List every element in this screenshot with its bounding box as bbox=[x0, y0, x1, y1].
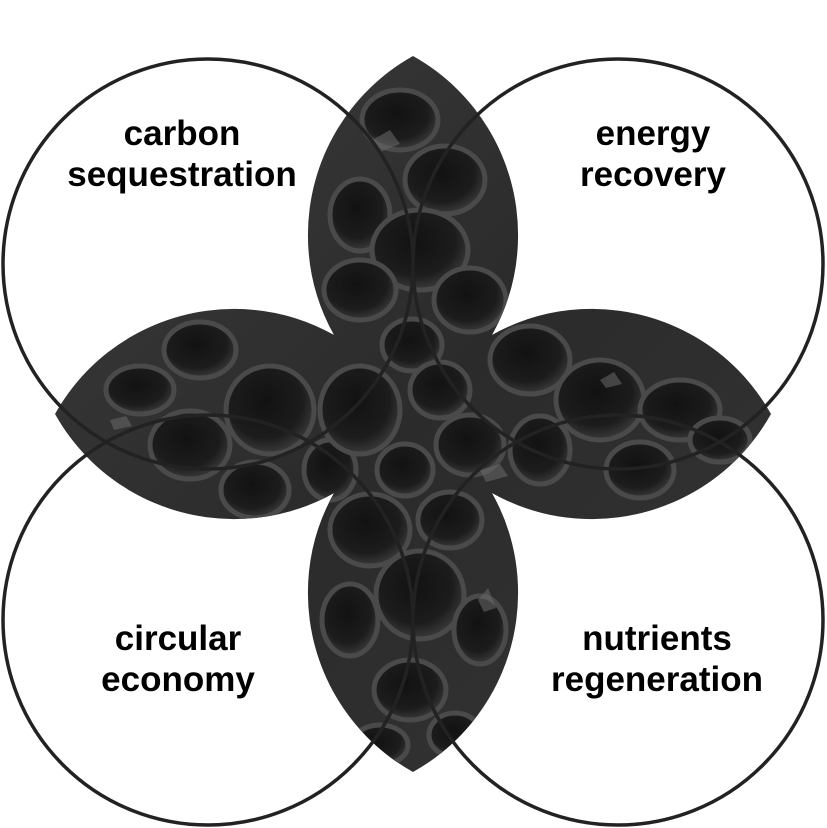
label-carbon-sequestration-line1: carbon bbox=[123, 114, 241, 153]
label-carbon-sequestration-line2: sequestration bbox=[67, 155, 297, 194]
label-circular-economy-line2: economy bbox=[101, 660, 255, 699]
label-energy-recovery: energy recovery bbox=[503, 113, 803, 195]
label-energy-recovery-line2: recovery bbox=[580, 155, 726, 194]
circle-top-right bbox=[411, 57, 825, 471]
label-nutrients-regeneration-line2: regeneration bbox=[551, 660, 763, 699]
circle-bottom-right bbox=[411, 413, 825, 827]
label-nutrients-regeneration-line1: nutrients bbox=[582, 619, 732, 658]
label-nutrients-regeneration: nutrients regeneration bbox=[507, 618, 807, 700]
label-circular-economy-line1: circular bbox=[114, 619, 242, 658]
label-carbon-sequestration: carbon sequestration bbox=[32, 113, 332, 195]
label-energy-recovery-line1: energy bbox=[595, 114, 711, 153]
label-circular-economy: circular economy bbox=[28, 618, 328, 700]
